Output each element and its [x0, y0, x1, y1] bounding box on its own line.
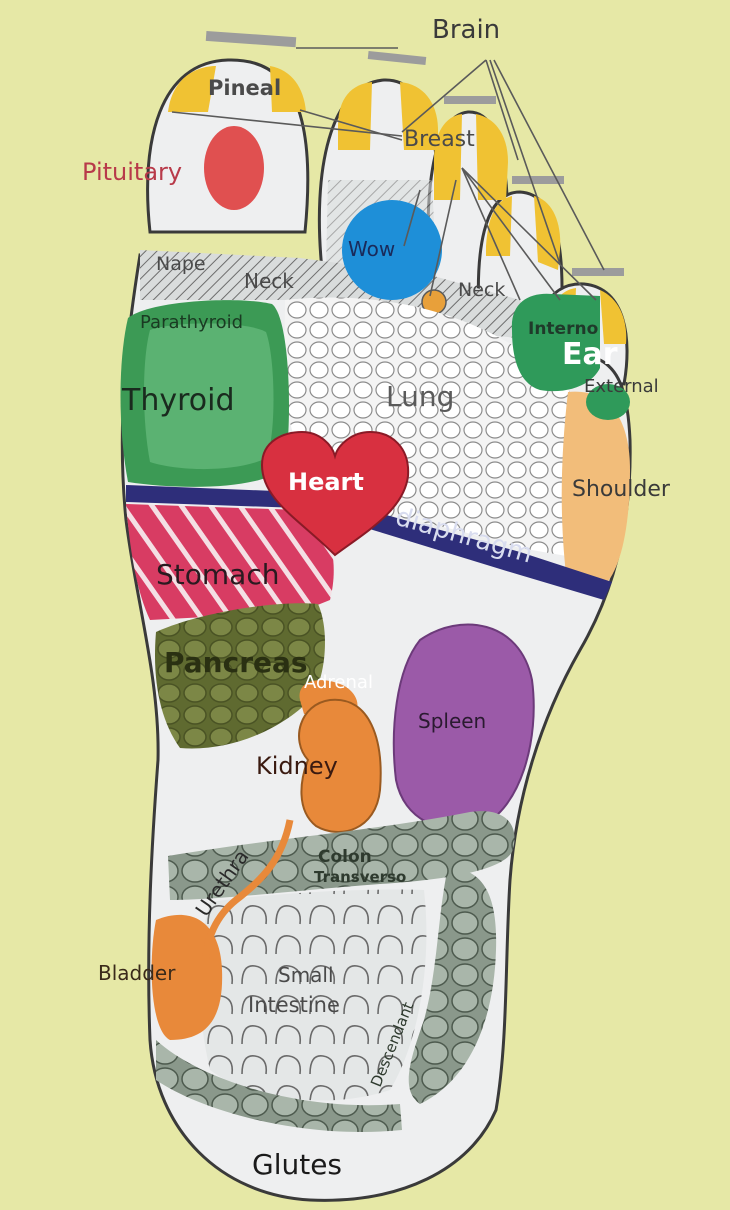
wow-zone [342, 200, 442, 300]
label-lung: Lung [386, 380, 454, 413]
label-glutes: Glutes [252, 1148, 342, 1181]
inner-ear-zone [511, 293, 600, 392]
heart-zone [260, 430, 410, 557]
label-stomach: Stomach [156, 558, 279, 591]
colon-descendant [408, 868, 497, 1104]
stomach-zone [126, 504, 334, 620]
label-nape: Nape [156, 253, 206, 275]
label-pineal: Pineal [208, 76, 281, 100]
label-brain: Brain [432, 15, 500, 45]
toe-plaques [205, 30, 624, 276]
label-intestine: Intestine [248, 993, 340, 1017]
label-adrenal: Adrenal [304, 672, 373, 693]
small-intestine [199, 889, 427, 1101]
label-small: Small [278, 963, 334, 987]
label-bladder: Bladder [98, 961, 176, 985]
label-shoulder: Shoulder [572, 477, 671, 502]
label-kidney: Kidney [256, 752, 338, 780]
label-spleen: Spleen [418, 709, 486, 733]
label-pituitary: Pituitary [82, 158, 182, 186]
colon-transverse [168, 811, 515, 900]
shoulder-zone [561, 391, 630, 586]
label-thyroid: Thyroid [121, 383, 235, 418]
label-colon: Colon [318, 847, 372, 867]
label-transverso: Transverso [314, 868, 406, 886]
thyroid-inner [144, 323, 274, 470]
label-heart: Heart [288, 468, 364, 496]
colon-lower [156, 1040, 402, 1132]
external-ear-zone [586, 384, 630, 420]
label-ear: Ear [562, 337, 618, 372]
label-neck-left: Neck [244, 269, 294, 293]
kidney-zone [298, 698, 382, 833]
urethra-tube [202, 819, 294, 961]
label-interno: Interno [528, 319, 598, 339]
pancreas-zone [155, 603, 325, 749]
diaphragm-band [126, 485, 612, 600]
label-breast: Breast [404, 127, 475, 152]
pointer-lines [171, 47, 605, 301]
label-wow: Wow [348, 237, 395, 261]
label-neck-right: Neck [458, 279, 505, 301]
label-parathyroid: Parathyroid [140, 312, 243, 333]
label-pancreas: Pancreas [164, 646, 308, 679]
brain-zones [168, 66, 627, 344]
label-external: External [584, 376, 659, 397]
pituitary-zone [204, 126, 264, 210]
